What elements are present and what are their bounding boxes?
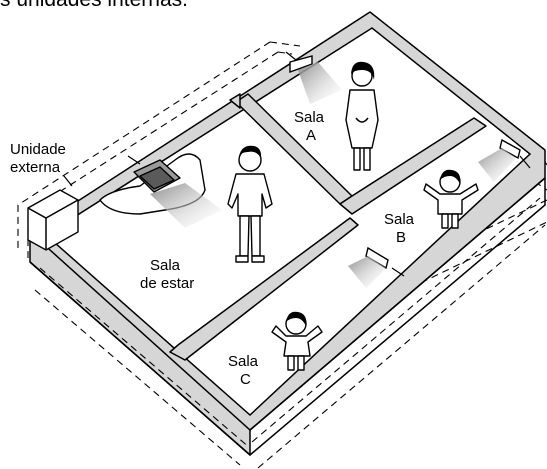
outdoor-pointer-line	[63, 175, 73, 187]
room-b-label-1: Sala	[384, 211, 415, 228]
outdoor-unit-label-2: externa	[10, 159, 61, 176]
room-b-label-2: B	[396, 229, 406, 246]
room-c-label-2: C	[240, 371, 251, 388]
man-figure	[227, 145, 273, 263]
child-figure-room-c	[271, 311, 323, 371]
room-a-label-1: Sala	[294, 109, 325, 126]
ceiling-cassette-unit	[99, 153, 222, 228]
wall-unit-room-b	[478, 138, 531, 182]
caption-text: s unidades internas.	[0, 0, 188, 12]
child-figure-room-b	[423, 169, 479, 229]
outer-walls	[29, 11, 546, 469]
wall-unit-room-a	[285, 51, 342, 104]
wall-unit-room-c	[348, 246, 405, 288]
living-room-label-2: de estar	[140, 275, 194, 292]
room-a-label-2: A	[306, 127, 316, 144]
outdoor-unit	[27, 189, 79, 251]
outdoor-unit-label-1: Unidade	[10, 141, 66, 158]
living-room-label-1: Sala	[150, 257, 181, 274]
woman-figure	[345, 61, 379, 171]
room-c-label-1: Sala	[228, 353, 259, 370]
interior-walls	[169, 93, 487, 361]
